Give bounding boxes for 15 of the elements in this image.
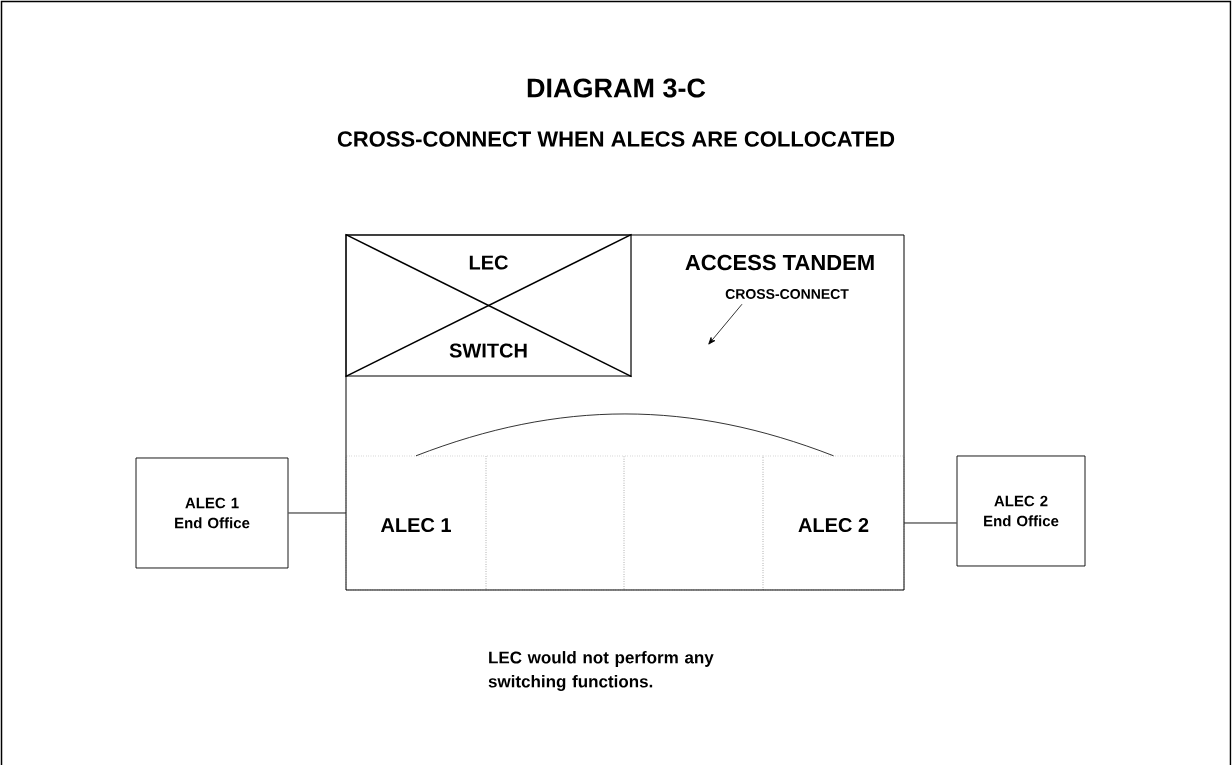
port-cell: ALEC 2 [762, 455, 905, 591]
port-cell: ALEC 1 [345, 455, 487, 591]
office-box: ALEC 2 End Office [956, 455, 1086, 567]
callout-text: CROSS-CONNECT [725, 289, 849, 299]
port-cell [623, 455, 764, 591]
connection-line [903, 522, 957, 524]
title: DIAGRAM 3-C [527, 78, 706, 98]
connection-line [415, 413, 834, 457]
subtitle: CROSS-CONNECT WHEN ALECS ARE COLLOCATED [337, 131, 895, 147]
switch-box: LEC SWITCH [344, 233, 633, 378]
connection-line [288, 512, 347, 514]
port-cell [485, 455, 625, 591]
note-text: LEC would not perform any switching functions. [488, 651, 714, 691]
office-box: ALEC 1 End Office [135, 457, 289, 569]
leader-line [708, 303, 743, 345]
